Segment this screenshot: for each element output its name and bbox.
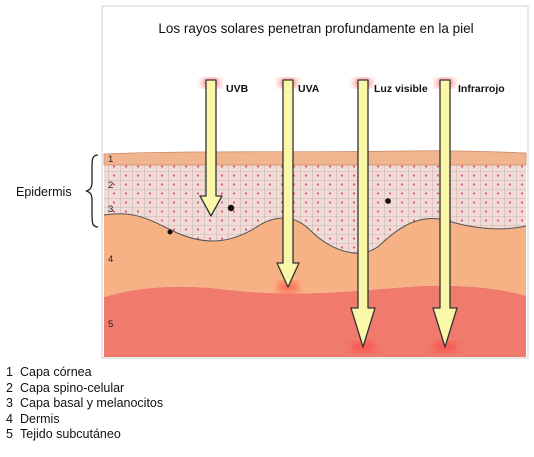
ray-label-luz-visible: Luz visible (374, 83, 428, 95)
layer-number-4: 4 (108, 254, 113, 265)
layer-subcutaneous (104, 285, 526, 357)
legend-number: 3 (6, 396, 13, 411)
layer-number-5: 5 (108, 319, 113, 330)
legend-number: 2 (6, 380, 13, 395)
legend-number: 1 (6, 365, 13, 379)
legend-item: 3 Capa basal y melanocitos (6, 396, 163, 412)
ray-luz-visible: Luz visible (350, 79, 428, 352)
diagram-title: Los rayos solares penetran profundamente… (158, 21, 473, 36)
legend-item: 4 Dermis (6, 412, 163, 428)
ray-infrarrojo: Infrarrojo (432, 79, 505, 352)
ray-uvb: UVB (199, 79, 249, 217)
epidermis-brace (85, 154, 99, 228)
layer-number-2: 2 (108, 180, 113, 191)
melanocyte (385, 198, 391, 204)
legend-item: 5 Tejido subcutáneo (6, 427, 163, 443)
legend-item: 2 Capa spino-celular (6, 381, 163, 397)
melanocyte (227, 204, 235, 212)
melanocyte (167, 229, 173, 235)
layer-number-1: 1 (108, 154, 113, 165)
legend-text: Dermis (20, 411, 60, 426)
legend-text: Capa córnea (20, 365, 92, 379)
layer-legend: 1 Capa córnea 2 Capa spino-celular 3 Capa b… (6, 365, 163, 443)
epidermis-label: Epidermis (16, 185, 72, 199)
legend-number: 4 (6, 411, 13, 426)
ray-uva: UVA (276, 79, 320, 292)
ray-label-uva: UVA (298, 83, 320, 95)
layer-corneum (103, 150, 527, 166)
legend-number: 5 (6, 427, 13, 442)
legend-text: Capa spino-celular (20, 380, 125, 395)
ray-label-infrarrojo: Infrarrojo (458, 83, 505, 95)
legend-text: Tejido subcutáneo (20, 427, 121, 442)
legend-item: 1 Capa córnea (6, 365, 163, 381)
layer-number-3: 3 (108, 204, 113, 215)
legend-text: Capa basal y melanocitos (20, 396, 164, 411)
ray-label-uvb: UVB (226, 83, 249, 95)
layer-dermis (104, 213, 526, 297)
